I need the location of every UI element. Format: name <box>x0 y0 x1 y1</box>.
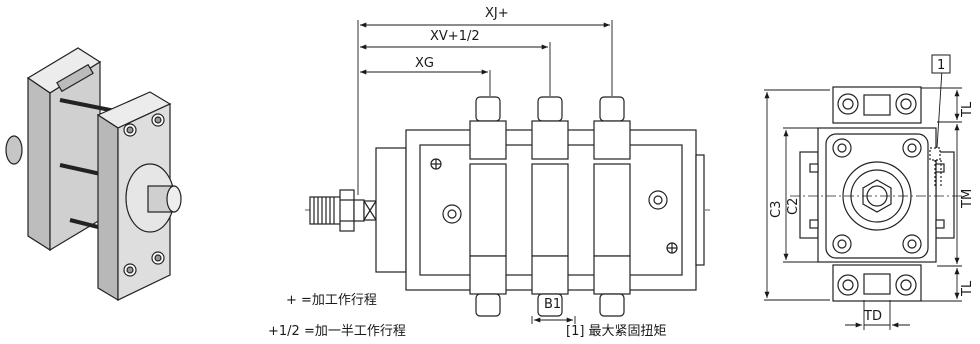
side-view <box>305 96 710 317</box>
dim-tl-bottom: TL <box>960 280 975 297</box>
dim-tm: TM <box>960 189 975 209</box>
legend-plus: + =加工作行程 <box>286 293 377 308</box>
dim-xg: XG <box>415 56 434 71</box>
dim-xj: XJ+ <box>485 6 509 21</box>
dim-xv: XV+1/2 <box>430 29 480 44</box>
dim-tl-top: TL <box>960 101 975 118</box>
side-dimensions <box>357 20 613 324</box>
end-view <box>790 86 964 302</box>
isometric-view <box>5 47 182 302</box>
dim-b1: B1 <box>544 297 561 312</box>
dim-c3: C3 <box>769 201 784 218</box>
end-dimensions <box>764 69 962 330</box>
callout-number: 1 <box>937 58 945 73</box>
dim-td: TD <box>863 309 882 324</box>
legend-half: +1/2 =加一半工作行程 <box>268 324 406 339</box>
legend-torque: [1] 最大紧固扭矩 <box>566 324 667 339</box>
callout-box <box>931 54 951 74</box>
dim-c2: C2 <box>786 198 801 215</box>
